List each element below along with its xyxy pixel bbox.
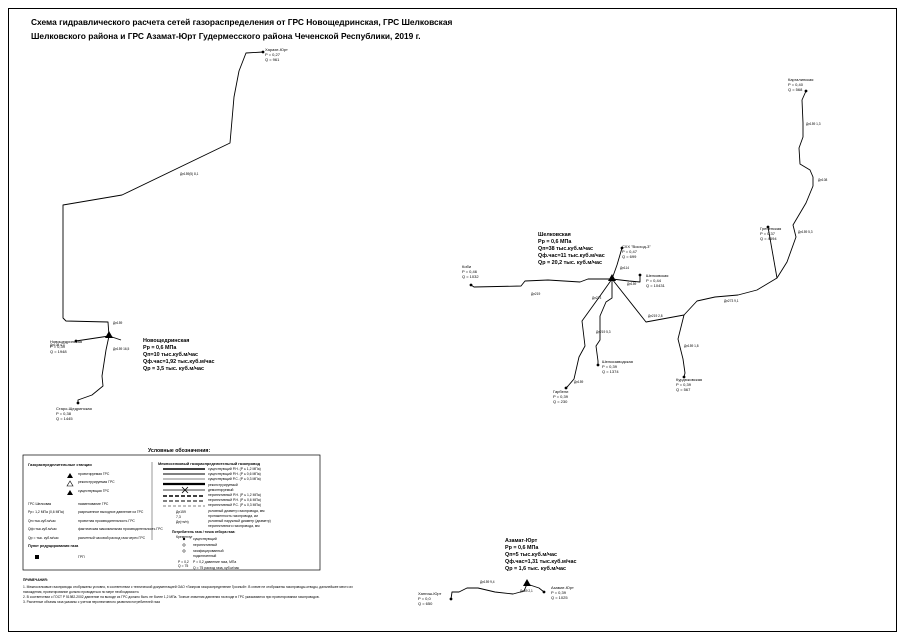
- legend-line-samples: [163, 468, 205, 507]
- node-marker: [766, 225, 770, 229]
- legend-markers: [35, 473, 186, 559]
- grs-azamat-marker: [523, 579, 531, 586]
- legend-grs-sample: ГРС Шелковая Рр= 1,2 МПа (0,6 МПа) Qп=ты…: [28, 502, 64, 540]
- pipe-label: Дн219: [531, 292, 541, 296]
- legend-grs-item: реконструируемая ГРС: [78, 480, 115, 484]
- legend-grs-header: Газораспределительные станции: [28, 463, 92, 467]
- node-marker: [542, 590, 546, 594]
- pipe-shel-se: [677, 314, 686, 378]
- node-marker: [620, 246, 624, 250]
- pipe-label: Дн108: [818, 178, 828, 182]
- legend-reduction-item: ГРП: [78, 555, 85, 559]
- legend-pipes-header: Межпоселковый газораспределительный газо…: [158, 462, 261, 466]
- title-line-2: Шелковского района и ГРС Азамат-Юрт Гуде…: [31, 31, 421, 41]
- pipe-label: Дн159 16,5: [113, 347, 130, 351]
- pipe-shel-grebensk: [767, 226, 778, 279]
- pipe-shel-ne: [611, 275, 641, 283]
- pipe-novo-west: [75, 335, 110, 342]
- node-marker: [449, 597, 453, 601]
- node-marker: [596, 363, 600, 367]
- pipe-shel-west: [470, 278, 612, 288]
- legend-consumer-sample-name: Кременчуг: [176, 535, 193, 539]
- pipe-label: Дн159 1,3: [806, 122, 821, 126]
- legend-title: Условные обозначения:: [148, 448, 211, 454]
- legend-reduction-header: Пункт редуцирования газа: [28, 544, 79, 548]
- legend-consumer-sample-pq: P = 0,2 Q = 75: [178, 560, 189, 569]
- node-marker: [638, 273, 642, 277]
- grs-shelkovskaya-marker: [608, 274, 616, 281]
- pipe-label: Дн219 5,3: [596, 330, 611, 334]
- pipe-label: Дн159 9,4: [480, 580, 495, 584]
- pipe-label: Дн159 1,8: [684, 344, 699, 348]
- pipe-label: Дн114: [620, 266, 629, 270]
- legend-grs-desc: наименование ГРС разрешенное выходное да…: [78, 502, 163, 540]
- node-marker: [74, 339, 78, 343]
- legend-consumer-header: Потребитель газа / точка отбора газа:: [172, 530, 236, 534]
- legend-frame: [22, 454, 321, 571]
- node-marker: [76, 401, 80, 405]
- title-line-1: Схема гидравлического расчета сетей газо…: [31, 17, 453, 27]
- pipe-shel-south: [595, 279, 613, 365]
- pipe-azamat-main: [450, 583, 528, 600]
- node-marker: [804, 89, 808, 93]
- legend-pipe-samples: Дн159 7,3 Дн(тп/н): [176, 510, 189, 525]
- pipe-novo-north: [62, 51, 264, 337]
- pipe-label: Дн159: [113, 321, 123, 325]
- pipe-label: Дн159: [574, 380, 584, 384]
- node-marker: [564, 386, 568, 390]
- notes-body: 1. Межпоселковые газопроводы отображены …: [23, 585, 353, 604]
- grs-novoshedrinskaya-info: Новощедринская Рр = 0,6 МПа Qп=10 тыс.ку…: [143, 338, 215, 372]
- node-marker: [682, 375, 686, 379]
- node-marker: [469, 283, 473, 287]
- pipe-azamat-east: [526, 583, 545, 593]
- pipe-label: Дн219 2,8: [648, 314, 663, 318]
- drawing-sheet: [8, 8, 897, 632]
- pipe-shel-sw: [565, 278, 613, 389]
- pipe-label: Дн273 9,1: [724, 299, 739, 303]
- grs-novo-marker: [105, 331, 113, 338]
- grs-shelkovskaya-info: Шелковская Рр = 0,6 МПа Qп=38 тыс.куб.м/…: [538, 232, 605, 266]
- legend-grs-item: проектируемая ГРС: [78, 472, 110, 476]
- pipe-shel-east: [611, 90, 814, 323]
- pipe-label: Дн159 5,3: [798, 230, 813, 234]
- grs-azamat-yurt-info: Азамат-Юрт Рр = 0,6 МПа Qп=5 тыс.куб.м/ч…: [505, 538, 577, 572]
- legend-consumer-list: существующий перспективный газифицирован…: [193, 537, 240, 570]
- pipe-label: Дн159(5) 8,1: [180, 172, 199, 176]
- node-marker: [261, 50, 265, 54]
- legend-grs-item: существующая ГРС: [78, 489, 110, 493]
- notes-header: ПРИМЕЧАНИЯ:: [23, 578, 48, 582]
- pipe-label: Дн273: [592, 296, 602, 300]
- pipe-label: Дн89 2,1: [520, 589, 533, 593]
- pipe-shel-north: [611, 247, 623, 280]
- legend-pipes-list: существующий Р.Н. (Р ≤ 1,2 МПа) существу…: [208, 467, 271, 529]
- pipe-label: Дн108 4,3: [50, 343, 65, 347]
- pipe-novo-south: [77, 335, 110, 403]
- pipe-label: Дн159: [627, 282, 637, 286]
